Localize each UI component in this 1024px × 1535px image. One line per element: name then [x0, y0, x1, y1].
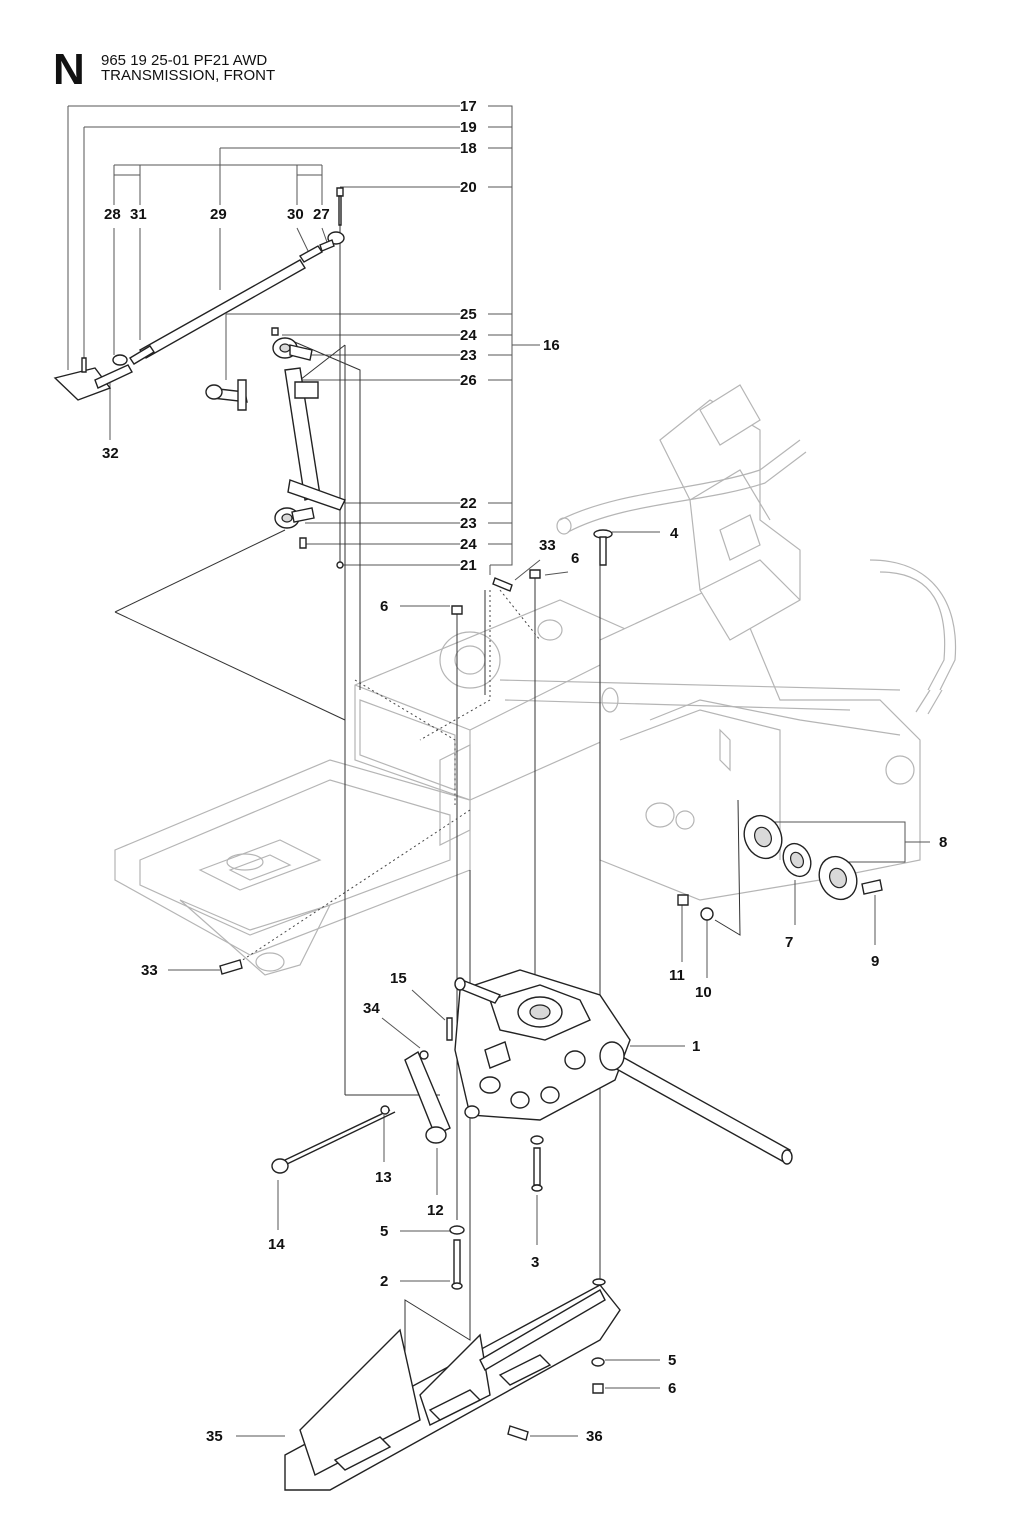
callout-22: 22 [460, 495, 477, 512]
callout-20: 20 [460, 179, 477, 196]
callout-30: 30 [287, 206, 304, 223]
callout-19: 19 [460, 119, 477, 136]
callout-numbers: 17 19 18 20 28 31 29 30 27 25 24 23 26 1… [102, 98, 947, 1445]
callout-17: 17 [460, 98, 477, 115]
section-letter: N [53, 45, 85, 94]
callout-8: 8 [939, 834, 947, 851]
callout-25: 25 [460, 306, 477, 323]
part-number-title: 965 19 25-01 PF21 AWD [101, 52, 268, 69]
callout-18: 18 [460, 140, 477, 157]
chassis-frame [114, 384, 957, 976]
callout-2: 2 [380, 1273, 388, 1290]
callout-10: 10 [695, 984, 712, 1001]
callout-16: 16 [543, 337, 560, 354]
callout-26: 26 [460, 372, 477, 389]
callout-6-bottom: 6 [668, 1380, 676, 1397]
callout-24-upper: 24 [460, 327, 477, 344]
callout-31: 31 [130, 206, 147, 223]
callout-35: 35 [206, 1428, 223, 1445]
callout-24-lower: 24 [460, 536, 477, 553]
callout-6-right: 6 [571, 550, 579, 567]
callout-27: 27 [313, 206, 330, 223]
callout-13: 13 [375, 1169, 392, 1186]
transmission-unit [219, 529, 793, 1290]
callout-28: 28 [104, 206, 121, 223]
callout-23-lower: 23 [460, 515, 477, 532]
callout-32: 32 [102, 445, 119, 462]
callout-34: 34 [363, 1000, 380, 1017]
callout-33-upper: 33 [539, 537, 556, 554]
callout-23-upper: 23 [460, 347, 477, 364]
assembly-title: TRANSMISSION, FRONT [101, 67, 276, 84]
callout-11: 11 [669, 967, 685, 984]
callout-6-left: 6 [380, 598, 388, 615]
callout-29: 29 [210, 206, 227, 223]
callout-36: 36 [586, 1428, 603, 1445]
callout-1: 1 [692, 1038, 700, 1055]
callout-14: 14 [268, 1236, 285, 1253]
callout-3: 3 [531, 1254, 539, 1271]
callout-21: 21 [460, 557, 477, 574]
callout-7: 7 [785, 934, 793, 951]
callout-15: 15 [390, 970, 407, 987]
callout-5-left: 5 [380, 1223, 388, 1240]
callout-9: 9 [871, 953, 879, 970]
skid-plate [284, 1278, 621, 1491]
callout-12: 12 [427, 1202, 444, 1219]
bearing-flange-group [677, 814, 883, 921]
callout-4: 4 [670, 525, 679, 542]
linkage-parts [53, 187, 346, 569]
leader-lines [67, 105, 930, 1437]
callout-33-lower: 33 [141, 962, 158, 979]
callout-5-right: 5 [668, 1352, 676, 1369]
